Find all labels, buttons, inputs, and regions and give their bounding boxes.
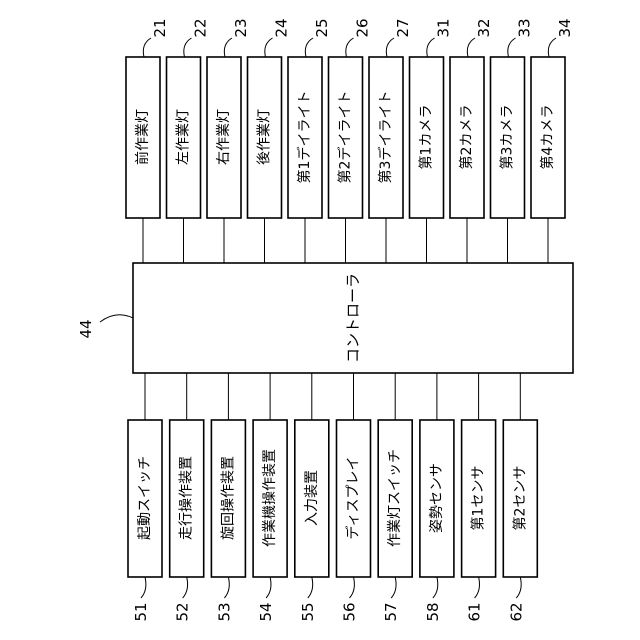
bottom-devices: 起動スイッチ 51 走行操作装置 52 旋回操作装置 53 作業機操作装置 54 入力装置 55 デ… bbox=[128, 373, 537, 622]
leader-line bbox=[508, 38, 516, 57]
device-label: 旋回操作装置 bbox=[220, 456, 236, 540]
device-bottom-51: 起動スイッチ 51 bbox=[128, 373, 162, 622]
device-label: 姿勢センサ bbox=[429, 463, 445, 533]
controller-leader-line bbox=[100, 315, 133, 322]
device-ref: 55 bbox=[299, 602, 317, 621]
leader-line bbox=[265, 38, 273, 57]
device-ref: 62 bbox=[507, 602, 525, 621]
device-ref: 58 bbox=[424, 602, 442, 621]
device-label: 第3カメラ bbox=[499, 105, 516, 170]
device-label: 第2センサ bbox=[511, 466, 528, 531]
device-label: 右作業灯 bbox=[216, 109, 232, 165]
leader-line bbox=[143, 38, 151, 57]
leader-line bbox=[475, 577, 480, 598]
device-label: ディスプレイ bbox=[345, 456, 362, 539]
device-ref: 31 bbox=[435, 18, 453, 37]
controller-ref: 44 bbox=[77, 319, 95, 338]
device-top-32: 第2カメラ 32 bbox=[450, 18, 493, 263]
leader-line bbox=[386, 38, 394, 57]
device-ref: 34 bbox=[556, 18, 574, 37]
device-ref: 25 bbox=[313, 18, 331, 37]
leader-line bbox=[266, 577, 271, 598]
device-ref: 53 bbox=[215, 602, 233, 621]
device-top-21: 前作業灯 21 bbox=[126, 18, 169, 263]
device-ref: 51 bbox=[132, 602, 150, 621]
leader-line bbox=[224, 38, 232, 57]
device-label: 第3デイライト bbox=[377, 91, 394, 184]
device-label: 作業灯スイッチ bbox=[387, 449, 403, 547]
leader-line bbox=[183, 577, 188, 598]
device-label: 第1デイライト bbox=[296, 91, 313, 184]
device-top-22: 左作業灯 22 bbox=[167, 18, 210, 263]
top-devices: 前作業灯21左作業灯22右作業灯23後作業灯24第1デイライト25第2デイライト… bbox=[126, 18, 574, 263]
device-bottom-58: 姿勢センサ 58 bbox=[420, 373, 454, 622]
device-label: 第4カメラ bbox=[539, 105, 556, 170]
leader-line bbox=[391, 577, 396, 598]
device-label: 第1カメラ bbox=[418, 105, 435, 170]
device-ref: 23 bbox=[232, 18, 250, 37]
device-top-33: 第3カメラ 33 bbox=[491, 18, 534, 263]
leader-line bbox=[516, 577, 521, 598]
device-top-24: 後作業灯 24 bbox=[248, 18, 291, 263]
leader-line bbox=[433, 577, 438, 598]
device-ref: 61 bbox=[466, 602, 484, 621]
controller-label: コントローラ bbox=[344, 273, 362, 363]
device-bottom-53: 旋回操作装置 53 bbox=[211, 373, 245, 622]
device-ref: 33 bbox=[516, 18, 534, 37]
device-label: 左作業灯 bbox=[176, 109, 192, 165]
leader-line bbox=[346, 38, 354, 57]
device-ref: 56 bbox=[341, 602, 359, 621]
leader-line bbox=[224, 577, 229, 598]
device-label: 第2カメラ bbox=[458, 105, 475, 170]
leader-line bbox=[308, 577, 313, 598]
device-label: 入力装置 bbox=[304, 470, 320, 526]
device-top-25: 第1デイライト 25 bbox=[288, 18, 331, 263]
device-bottom-55: 入力装置 55 bbox=[295, 373, 329, 622]
device-ref: 26 bbox=[354, 18, 372, 37]
leader-line bbox=[548, 38, 556, 57]
device-bottom-62: 第2センサ 62 bbox=[503, 373, 537, 622]
device-top-34: 第4カメラ 34 bbox=[531, 18, 574, 263]
device-label: 起動スイッチ bbox=[137, 456, 153, 540]
device-ref: 52 bbox=[174, 602, 192, 621]
device-ref: 22 bbox=[192, 18, 210, 37]
device-bottom-56: ディスプレイ 56 bbox=[337, 373, 371, 622]
controller-block: コントローラ 44 bbox=[77, 263, 573, 373]
device-top-23: 右作業灯 23 bbox=[207, 18, 250, 263]
leader-line bbox=[184, 38, 192, 57]
leader-line bbox=[305, 38, 313, 57]
device-label: 後作業灯 bbox=[257, 109, 273, 165]
device-ref: 32 bbox=[475, 18, 493, 37]
device-label: 第2デイライト bbox=[337, 91, 354, 184]
device-top-31: 第1カメラ 31 bbox=[410, 18, 453, 263]
device-ref: 21 bbox=[151, 18, 169, 37]
device-bottom-52: 走行操作装置 52 bbox=[170, 373, 204, 622]
device-label: 前作業灯 bbox=[134, 109, 151, 165]
device-label: 走行操作装置 bbox=[179, 456, 195, 540]
device-label: 作業機操作装置 bbox=[262, 449, 278, 547]
device-bottom-61: 第1センサ 61 bbox=[462, 373, 496, 622]
device-ref: 54 bbox=[257, 602, 275, 621]
device-ref: 24 bbox=[273, 18, 291, 37]
device-bottom-57: 作業灯スイッチ 57 bbox=[378, 373, 412, 622]
device-ref: 27 bbox=[394, 18, 412, 37]
leader-line bbox=[141, 577, 146, 598]
device-top-26: 第2デイライト 26 bbox=[329, 18, 372, 263]
device-label: 第1センサ bbox=[470, 466, 487, 531]
leader-line bbox=[350, 577, 355, 598]
device-top-27: 第3デイライト 27 bbox=[369, 18, 412, 263]
device-bottom-54: 作業機操作装置 54 bbox=[253, 373, 287, 622]
device-ref: 57 bbox=[382, 602, 400, 621]
leader-line bbox=[427, 38, 435, 57]
leader-line bbox=[467, 38, 475, 57]
